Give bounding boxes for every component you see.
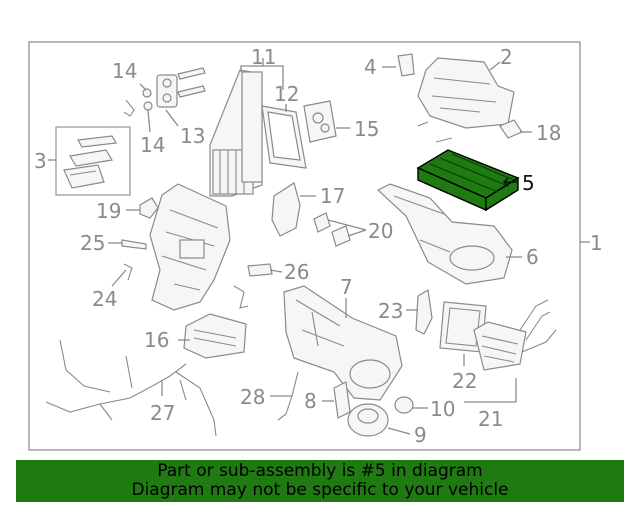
part-21-heater-core bbox=[473, 299, 557, 371]
callout-15[interactable]: 15 bbox=[354, 117, 379, 141]
callout-1[interactable]: 1 bbox=[590, 231, 603, 255]
callout-21[interactable]: 21 bbox=[478, 407, 503, 431]
part-7-lower-case bbox=[283, 285, 403, 401]
part-27-wiring-harness bbox=[45, 339, 217, 437]
part-16-module bbox=[183, 313, 247, 359]
callout-27[interactable]: 27 bbox=[150, 401, 175, 425]
callout-9[interactable]: 9 bbox=[414, 423, 427, 447]
callout-14-leader bbox=[139, 83, 151, 133]
callout-25[interactable]: 25 bbox=[80, 231, 105, 255]
callout-11-leader bbox=[240, 58, 284, 90]
callout-6[interactable]: 6 bbox=[526, 245, 539, 269]
part-3-seals bbox=[63, 135, 117, 189]
callout-26-leader bbox=[269, 269, 283, 273]
callout-16[interactable]: 16 bbox=[144, 328, 169, 352]
callout-14-lower[interactable]: 14 bbox=[140, 133, 165, 157]
part-11-evaporator-core bbox=[209, 69, 263, 197]
callout-18[interactable]: 18 bbox=[536, 121, 561, 145]
part-19-actuator bbox=[139, 197, 159, 219]
part-6-lower-housing bbox=[376, 183, 513, 285]
part-13-expansion-valve bbox=[156, 67, 206, 108]
callout-3[interactable]: 3 bbox=[34, 149, 47, 173]
callout-24-leader bbox=[111, 269, 127, 287]
callout-10[interactable]: 10 bbox=[430, 397, 455, 421]
callout-8[interactable]: 8 bbox=[304, 389, 317, 413]
part-12-gasket bbox=[261, 105, 307, 169]
part-3-inset-box bbox=[55, 126, 131, 196]
callout-13-leader bbox=[165, 109, 179, 127]
part-28-hose bbox=[277, 371, 299, 421]
footer-banner: Part or sub-assembly is #5 in diagram Di… bbox=[16, 460, 624, 502]
part-10-seal bbox=[394, 396, 414, 414]
callout-4[interactable]: 4 bbox=[364, 55, 377, 79]
part-23-bracket bbox=[415, 289, 433, 335]
part-26-sensor bbox=[233, 263, 273, 309]
callout-26[interactable]: 26 bbox=[284, 260, 309, 284]
callout-20-leader bbox=[327, 219, 367, 237]
callout-9-leader bbox=[387, 427, 411, 435]
callout-2-leader bbox=[489, 61, 501, 71]
callout-2[interactable]: 2 bbox=[500, 45, 513, 69]
part-2-blower-housing bbox=[417, 57, 515, 129]
part-4-clip bbox=[397, 53, 415, 77]
part-20-clips bbox=[313, 212, 351, 247]
part-15-cover bbox=[303, 100, 337, 143]
callout-5[interactable]: 5 bbox=[522, 171, 535, 195]
callout-24[interactable]: 24 bbox=[92, 287, 117, 311]
footer-line-part-number: Part or sub-assembly is #5 in diagram bbox=[157, 461, 483, 481]
callout-13[interactable]: 13 bbox=[180, 124, 205, 148]
callout-28[interactable]: 28 bbox=[240, 385, 265, 409]
part-25-screw bbox=[121, 239, 147, 250]
part-2-screw bbox=[417, 121, 453, 143]
callout-12[interactable]: 12 bbox=[274, 82, 299, 106]
part-9-blower-motor bbox=[347, 403, 389, 437]
callout-22[interactable]: 22 bbox=[452, 369, 477, 393]
part-5-cabin-air-filter bbox=[416, 149, 520, 212]
callout-19[interactable]: 19 bbox=[96, 199, 121, 223]
callout-5-leader bbox=[502, 177, 518, 187]
heater-case-assembly bbox=[149, 183, 231, 311]
callout-7[interactable]: 7 bbox=[340, 275, 353, 299]
diagram-frame bbox=[28, 41, 581, 451]
callout-11[interactable]: 11 bbox=[251, 45, 276, 69]
part-17-bracket bbox=[271, 182, 301, 237]
footer-line-disclaimer: Diagram may not be specific to your vehi… bbox=[131, 480, 509, 500]
callout-14-upper[interactable]: 14 bbox=[112, 59, 137, 83]
part-22-filter-frame bbox=[439, 301, 487, 353]
exploded-parts-diagram: 1 2 3 4 5 6 7 8 9 10 11 12 13 14 14 15 1… bbox=[28, 41, 603, 451]
callout-17[interactable]: 17 bbox=[320, 184, 345, 208]
callout-21-leader bbox=[464, 378, 517, 403]
part-24-sensor bbox=[123, 263, 133, 281]
callout-20[interactable]: 20 bbox=[368, 219, 393, 243]
callout-23[interactable]: 23 bbox=[378, 299, 403, 323]
